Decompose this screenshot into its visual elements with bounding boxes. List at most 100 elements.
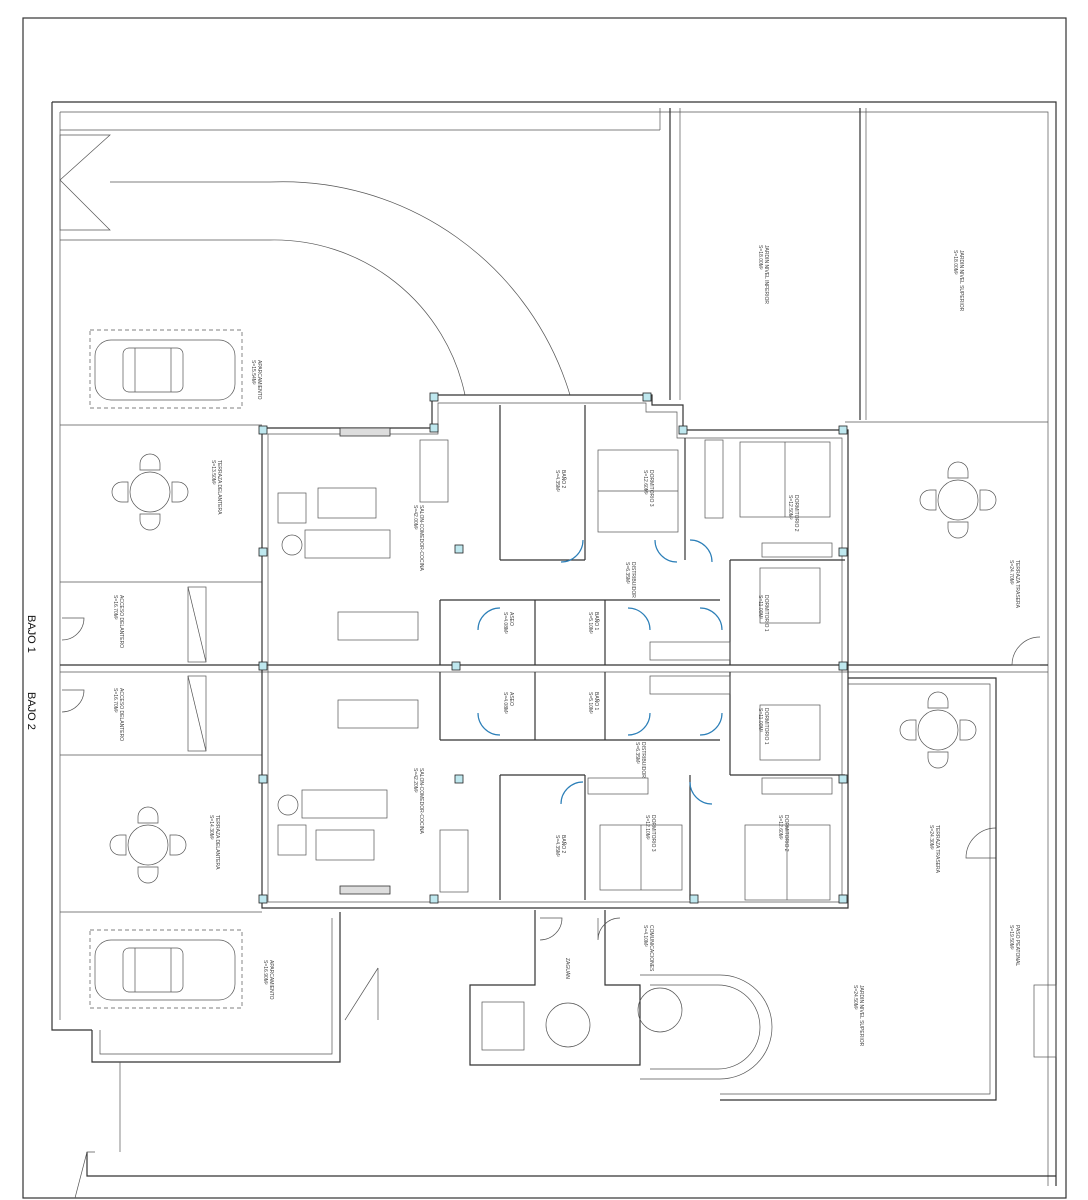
door-swing: [539, 917, 563, 941]
chair-icon: [277, 824, 307, 856]
door-swing: [965, 827, 997, 859]
column: [838, 547, 848, 557]
door-swing: [61, 689, 85, 713]
column: [689, 894, 699, 904]
room-label: BAÑO 2S=4.35M²: [554, 470, 567, 492]
spiral-stair-icon: [650, 984, 761, 1070]
garden-label: JARDIN NIVEL SUPERIORS=24.50M²: [852, 985, 864, 1047]
patio-table-icon: [111, 453, 189, 531]
terrace-label: TERRAZA DELANTERAS=14.30M²: [208, 815, 220, 870]
elevator-icon: [481, 1001, 525, 1051]
unit-label-bajo1: BAJO 1: [25, 615, 37, 653]
column: [258, 774, 268, 784]
driveway-curve: [269, 239, 466, 396]
corner-mark: [74, 1151, 95, 1199]
stair-icon: [761, 777, 833, 795]
terrace-label: TERRAZA TRASERAS=24.30M²: [928, 825, 940, 874]
entry-wall: [86, 1152, 1056, 1177]
door-swing: [699, 607, 723, 631]
island-icon: [419, 439, 449, 503]
column: [258, 425, 268, 435]
door-swing: [61, 617, 85, 641]
column: [451, 661, 461, 671]
door-swing: [689, 539, 713, 563]
access-label: ACCESO DELANTEROS=16.70M²: [112, 595, 124, 648]
column: [429, 392, 439, 402]
terrace-label: TERRAZA TRASERAS=24.70M²: [1008, 560, 1020, 609]
room-label: DORMITORIO 1S=11.00M²: [757, 708, 769, 745]
door-swing: [689, 781, 713, 805]
door-swing: [560, 781, 584, 805]
column: [429, 894, 439, 904]
door-swing: [627, 607, 651, 631]
access-hatch: [187, 586, 207, 663]
stair-icon: [649, 675, 731, 695]
patio-table-icon: [109, 806, 187, 884]
column: [454, 544, 464, 554]
side-table-icon: [281, 534, 303, 556]
plot-wall-left: [51, 102, 92, 1031]
column: [258, 547, 268, 557]
stair-landing-icon: [637, 987, 683, 1033]
patio-table-icon: [899, 691, 977, 769]
dining-table-icon: [337, 611, 419, 641]
car-icon: [94, 939, 236, 1001]
room-label: ASEOS=4.08M²: [502, 692, 514, 714]
tv-icon: [339, 885, 391, 895]
room-label: ASEOS=4.08M²: [502, 612, 514, 634]
room-label: SALON-COMEDOR-COCINAS=42.20M²: [412, 768, 424, 835]
door-swing: [627, 712, 651, 736]
room-label: BAÑO 2S=4.35M²: [554, 835, 567, 857]
car-icon: [94, 339, 236, 401]
plot-wall-inner: [60, 111, 1049, 1186]
parking-space: [89, 329, 243, 409]
room-label: DISTRIBUIDORS=6.35M²: [634, 742, 646, 778]
building-outline-inner: [267, 402, 843, 903]
column: [258, 661, 268, 671]
room-label: BAÑO 1S=5.10M²: [587, 692, 600, 714]
entry-wall: [91, 912, 341, 1063]
sofa-icon: [301, 789, 388, 819]
door-swing: [477, 607, 501, 631]
hall-label: COMUNICACIONESS=4.10M²: [642, 925, 654, 972]
patio-table-icon: [919, 461, 997, 539]
column: [454, 774, 464, 784]
stair-icon: [649, 641, 731, 661]
room-label: DORMITORIO 2S=12.60M²: [777, 815, 789, 852]
column: [838, 774, 848, 784]
room-label: DORMITORIO 1S=11.00M²: [757, 595, 769, 632]
site-boundary: [22, 17, 1067, 1199]
garden-label: JARDIN NIVEL INFERIORS=18.00M²: [757, 245, 769, 304]
bed-icon: [759, 567, 821, 624]
stair-icon: [704, 439, 724, 519]
room-label: DORMITORIO 3S=12.60M²: [642, 470, 654, 507]
parking-label: APARCAMIENTOS=16.90M²: [262, 960, 274, 1000]
door-swing: [699, 712, 723, 736]
hall-label: ZAGUÁN: [564, 958, 571, 979]
unit-label-bajo2: BAJO 2: [25, 692, 37, 730]
plot-wall: [52, 101, 1057, 1186]
column: [429, 423, 439, 433]
spiral-stair-icon: [640, 974, 773, 1080]
room-label: BAÑO 1S=5.10M²: [587, 612, 600, 634]
path-label: PASO PEATONALS=19.50M²: [1008, 925, 1020, 966]
access-hatch: [187, 675, 207, 752]
entry-ramp: [344, 967, 379, 1021]
column: [642, 392, 652, 402]
access-label: ACCESO DELANTEROS=16.70M²: [112, 688, 124, 741]
parking-label: APARCAMIENTOS=15.54M²: [250, 360, 262, 400]
driveway-arrow: [59, 134, 111, 231]
room-label: DISTRIBUIDORS=6.35M²: [624, 562, 636, 598]
column: [838, 425, 848, 435]
column: [838, 661, 848, 671]
stair-icon: [587, 777, 649, 795]
door-swing: [597, 917, 621, 941]
door-swing: [560, 539, 584, 563]
terrace-label: TERRAZA DELANTERAS=13.50M²: [210, 460, 222, 515]
access-area: [187, 586, 207, 663]
coffee-table-icon: [317, 487, 377, 519]
door-swing: [1011, 636, 1041, 666]
parking-space: [89, 929, 243, 1009]
driveway-curve: [269, 181, 571, 396]
